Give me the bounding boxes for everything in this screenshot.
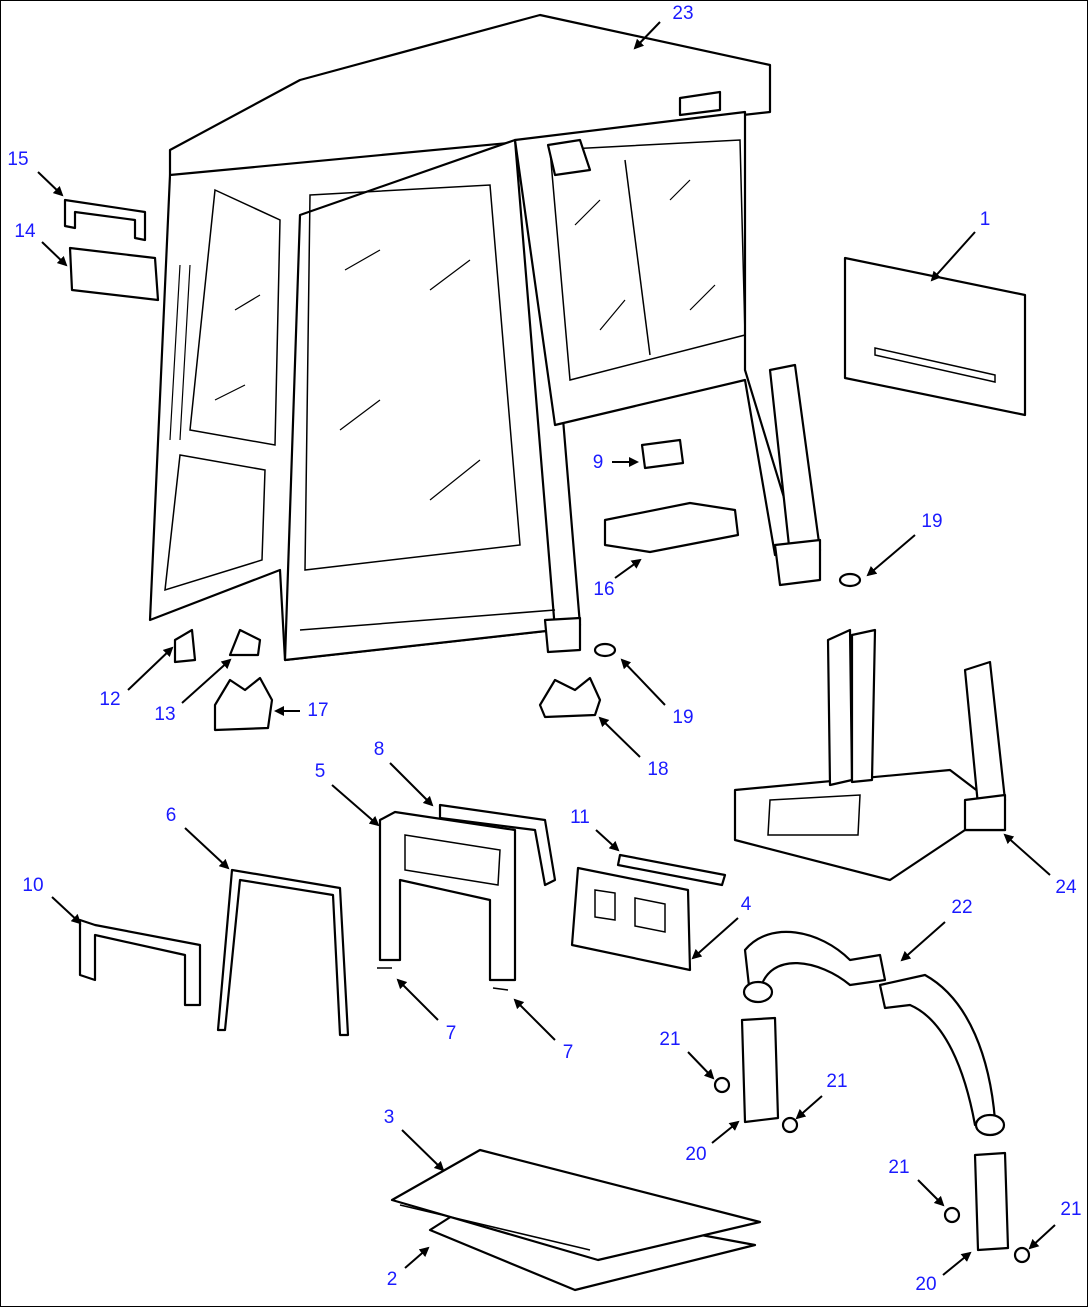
part-14-lamp (68, 246, 160, 302)
callout-label: 2 (386, 1269, 398, 1290)
callout-arrow (1028, 1224, 1056, 1250)
part-13-wedge (228, 628, 262, 657)
callout-label: 8 (373, 739, 385, 760)
part-16-pad (603, 501, 740, 554)
part-17-bracket (213, 676, 274, 732)
callout-arrow (620, 658, 666, 706)
callout-arrow (917, 1179, 945, 1207)
callout-arrow (404, 1246, 430, 1269)
part-19-fitting (593, 642, 617, 658)
callout-label: 4 (740, 894, 752, 915)
part-4-plate (570, 866, 692, 972)
callout-arrow (795, 1095, 823, 1120)
callout-label: 13 (154, 704, 176, 725)
callout-label: 1 (979, 209, 991, 230)
part-21-nut (713, 1076, 731, 1094)
callout-label: 11 (570, 807, 590, 828)
part-9-plate (640, 438, 685, 470)
callout-label: 19 (672, 707, 694, 728)
callout-arrow (396, 978, 439, 1021)
part-12-wedge (173, 628, 197, 664)
part-21-nut (943, 1206, 961, 1224)
callout-label: 17 (307, 700, 329, 721)
part-15-bracket (63, 198, 147, 242)
part-11-strip (616, 853, 727, 887)
part-20-plate (973, 1151, 1010, 1252)
callout-arrow (614, 558, 642, 579)
part-24-seat-base (733, 628, 1007, 882)
part-22-seat-belt (742, 930, 1006, 1137)
part-1-panel (843, 256, 1027, 417)
callout-label: 21 (1060, 1199, 1082, 1220)
part-7-pin (492, 987, 509, 991)
callout-label: 21 (826, 1071, 848, 1092)
callout-arrow (866, 534, 916, 577)
callout-label: 19 (921, 511, 943, 532)
callout-label: 9 (592, 452, 604, 473)
callout-arrow (37, 171, 64, 197)
callout-arrow (687, 1051, 715, 1080)
callout-arrow (1003, 833, 1051, 876)
callout-label: 20 (685, 1144, 707, 1165)
part-5-frame (378, 810, 517, 982)
callout-label: 5 (314, 761, 326, 782)
callout-arrow (51, 896, 82, 925)
callout-arrow (942, 1251, 972, 1276)
callout-label: 21 (659, 1029, 681, 1050)
callout-label: 10 (22, 875, 44, 896)
callout-arrow (930, 231, 976, 282)
callout-label: 3 (383, 1107, 395, 1128)
part-21-nut (1013, 1246, 1031, 1264)
callout-arrow (127, 646, 174, 691)
part-21-nut (781, 1116, 799, 1134)
callout-label: 6 (165, 805, 177, 826)
callout-label: 14 (14, 221, 36, 242)
callout-arrow (181, 658, 232, 704)
callout-label: 23 (672, 3, 694, 24)
callout-arrow (595, 829, 620, 852)
callout-arrow (389, 762, 434, 807)
callout-arrow (900, 921, 946, 962)
part-19-fitting (838, 572, 862, 588)
callout-label: 7 (445, 1023, 457, 1044)
callout-label: 16 (593, 579, 615, 600)
part-3-floor-plate (390, 1148, 762, 1262)
callout-label: 24 (1055, 877, 1077, 898)
callout-label: 21 (888, 1157, 910, 1178)
callout-label: 12 (99, 689, 121, 710)
callout-arrow (633, 21, 661, 50)
callout-arrow (691, 917, 739, 960)
callout-label: 15 (7, 149, 29, 170)
callout-label: 7 (562, 1042, 574, 1063)
cab-assembly (148, 13, 822, 662)
part-18-bracket (538, 676, 602, 719)
callout-arrow (598, 716, 641, 758)
part-10-bracket (78, 918, 202, 1007)
part-6-channel (216, 868, 350, 1037)
callout-arrow (401, 1129, 445, 1172)
callout-label: 18 (647, 759, 669, 780)
callout-arrow (184, 827, 230, 870)
callout-arrow (711, 1120, 740, 1144)
callout-label: 20 (915, 1274, 937, 1295)
part-20-plate (740, 1016, 780, 1124)
callout-arrow (41, 241, 68, 267)
callout-label: 22 (951, 897, 973, 918)
callout-arrow (513, 998, 556, 1041)
callout-arrow (331, 784, 380, 827)
